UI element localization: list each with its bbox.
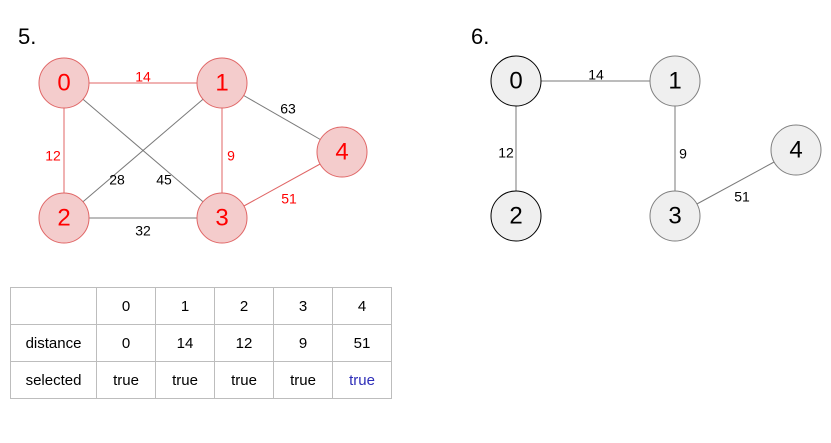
node-label: 0 (57, 69, 70, 96)
diagram6-edge-3-4 (696, 161, 775, 205)
diagram5-node-2 (38, 192, 90, 244)
diagram5-node-0 (38, 57, 90, 109)
node-label: 1 (215, 69, 228, 96)
node-label: 3 (215, 204, 228, 231)
node-label: 4 (335, 138, 348, 165)
table-header-row: 0 1 2 3 4 (10, 287, 392, 325)
table-cell-highlighted: true (332, 361, 392, 399)
diagram6-node-0 (490, 55, 542, 107)
table-cell: 12 (214, 324, 274, 362)
table-header-cell: 1 (155, 287, 215, 325)
edge-weight-label: 51 (281, 191, 297, 207)
node-label: 2 (57, 204, 70, 231)
edge-weight-label: 63 (280, 101, 296, 117)
table-header-cell: 0 (96, 287, 156, 325)
diagram5-node-3 (196, 192, 248, 244)
node-label: 0 (509, 67, 522, 94)
table-cell: 9 (273, 324, 333, 362)
edge-weight-label: 12 (498, 145, 514, 161)
table-cell: true (273, 361, 333, 399)
diagram5-edge-1-4 (243, 95, 321, 140)
edge-weight-label: 51 (734, 189, 750, 205)
table-cell: 14 (155, 324, 215, 362)
edge-weight-label: 12 (45, 148, 61, 164)
step-6-label: 6. (471, 24, 490, 49)
edge-weight-label: 28 (109, 172, 125, 188)
table-cell: true (214, 361, 274, 399)
diagram5-node-1 (196, 57, 248, 109)
step-5-label: 5. (18, 24, 37, 49)
edge-weight-label: 14 (135, 69, 151, 85)
diagram5-edge-1-2 (82, 98, 204, 203)
table-header-cell: 4 (332, 287, 392, 325)
table-header-cell (10, 287, 97, 325)
diagram5-node-4 (316, 126, 368, 178)
node-label: 3 (668, 202, 681, 229)
edge-weight-label: 9 (227, 148, 235, 164)
node-label: 1 (668, 67, 681, 94)
row-label: distance (10, 324, 97, 362)
dijkstra-state-table: 0 1 2 3 4 distance 0 14 12 9 51 selected… (10, 287, 392, 399)
row-label: selected (10, 361, 97, 399)
diagram5-edge-3-4 (243, 163, 321, 207)
diagram6-node-3 (649, 190, 701, 242)
edge-weight-label: 32 (135, 223, 151, 239)
table-header-cell: 3 (273, 287, 333, 325)
table-cell: true (155, 361, 215, 399)
table-header-cell: 2 (214, 287, 274, 325)
diagram6-node-1 (649, 55, 701, 107)
diagram6-node-4 (770, 124, 822, 176)
node-label: 2 (509, 202, 522, 229)
table-cell: 51 (332, 324, 392, 362)
edge-weight-label: 9 (679, 146, 687, 162)
table-cell: 0 (96, 324, 156, 362)
table-cell: true (96, 361, 156, 399)
table-row-selected: selected true true true true true (10, 361, 392, 399)
diagram6-node-2 (490, 190, 542, 242)
node-label: 4 (789, 136, 802, 163)
table-row-distance: distance 0 14 12 9 51 (10, 324, 392, 362)
edge-weight-label: 45 (156, 172, 172, 188)
edge-weight-label: 14 (588, 67, 604, 83)
